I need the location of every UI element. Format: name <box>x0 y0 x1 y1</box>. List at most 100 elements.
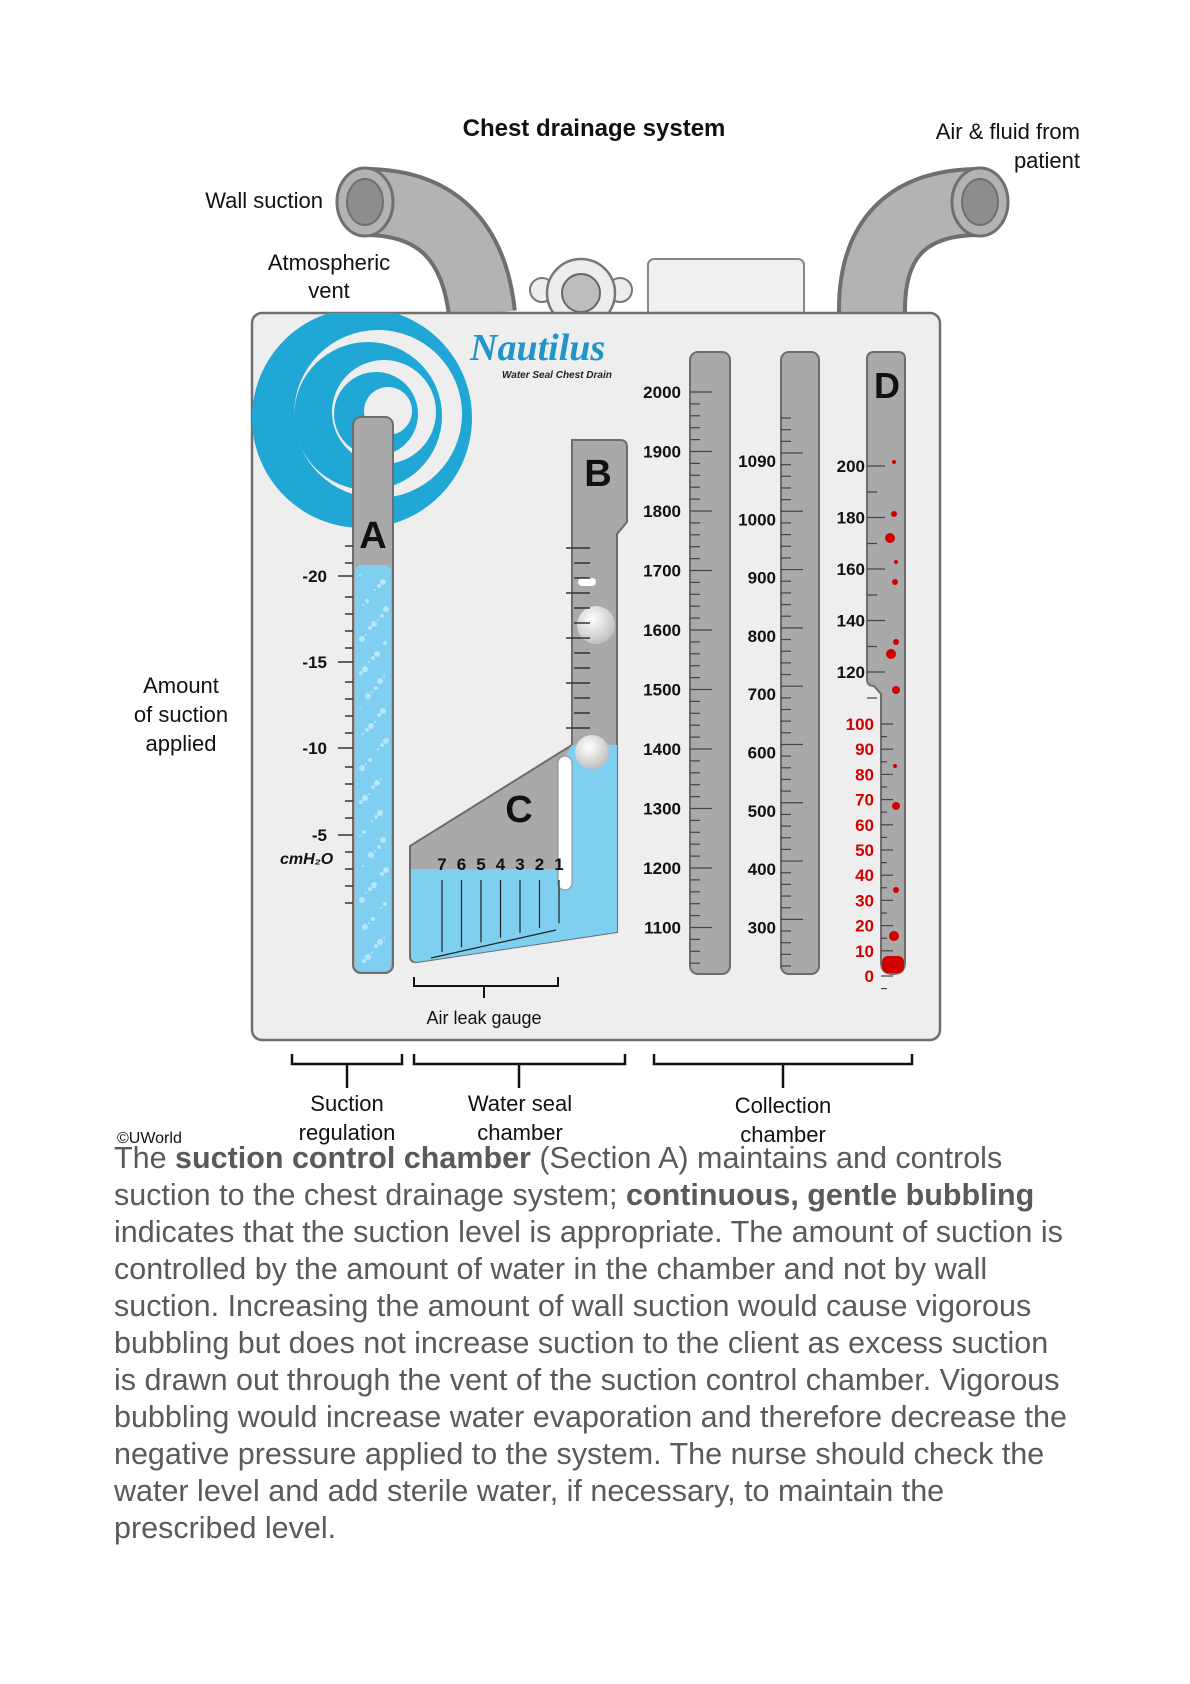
fluid-drop <box>893 639 899 645</box>
amount-of-suction-label-line3: applied <box>146 731 217 756</box>
section-b-label: B <box>584 453 611 495</box>
bubble <box>377 713 381 717</box>
suction-regulation-label-line2: regulation <box>299 1120 396 1145</box>
collection-3-label: 200 <box>837 457 865 476</box>
section-d-label: D <box>874 365 900 406</box>
bubble <box>380 837 386 843</box>
bubble <box>359 765 365 771</box>
fluid-drops <box>885 460 900 941</box>
bubble <box>380 743 384 747</box>
collected-fluid <box>882 956 904 973</box>
bubble <box>371 917 375 921</box>
collection-2-label: 1000 <box>738 510 776 529</box>
bubble <box>359 835 361 837</box>
suction-regulation-label-line1: Suction <box>310 1091 383 1116</box>
caption-bold-2: continuous, gentle bubbling <box>626 1178 1035 1212</box>
bubble <box>362 666 368 672</box>
collection-3-red-label: 100 <box>846 715 874 734</box>
collection-3-red-label: 50 <box>855 841 874 860</box>
collection-2-label: 600 <box>748 744 776 763</box>
bubble <box>377 678 383 684</box>
bubble <box>365 728 369 732</box>
collection-1-label: 1700 <box>643 562 681 581</box>
bubble <box>383 738 389 744</box>
bubble <box>380 778 382 780</box>
collection-2-label: 700 <box>748 685 776 704</box>
top-cap <box>647 258 805 322</box>
bubble <box>362 604 364 606</box>
bubble <box>371 820 373 822</box>
brand-tagline: Water Seal Chest Drain <box>502 370 612 381</box>
bubble <box>374 651 380 657</box>
collection-3-red-label: 80 <box>855 765 874 784</box>
collection-3-red-label: 20 <box>855 917 874 936</box>
bubble <box>374 721 376 723</box>
collection-3-red-label: 40 <box>855 866 874 885</box>
bubble <box>362 733 364 735</box>
bubble <box>365 693 371 699</box>
collection-3-red-label: 30 <box>855 891 874 910</box>
suction-control-chamber <box>352 416 394 974</box>
bubble <box>365 634 367 636</box>
air-fluid-label-line1: Air & fluid from <box>936 119 1080 144</box>
caption-part-2: (Section A) maintains and controls sucti… <box>114 1141 1003 1212</box>
bubble <box>365 599 369 603</box>
bubble <box>368 922 370 924</box>
bubble <box>365 954 371 960</box>
collection-3-label: 180 <box>837 509 865 528</box>
fluid-drop <box>885 533 895 543</box>
bubble <box>374 780 380 786</box>
air-leak-number: 5 <box>476 855 485 874</box>
copyright: ©UWorld <box>117 1130 182 1147</box>
bubble <box>362 924 368 930</box>
suction-tick-label: -5 <box>312 826 327 845</box>
bubble <box>368 626 372 630</box>
bubble <box>383 902 387 906</box>
collection-1-label: 1100 <box>644 919 681 938</box>
caption-bold-1: suction control chamber <box>175 1141 531 1175</box>
collection-2-label: 300 <box>748 918 776 937</box>
bubble <box>368 793 370 795</box>
bubble <box>359 897 365 903</box>
patient-tube <box>837 166 1010 315</box>
bubble <box>377 810 383 816</box>
collection-1-label: 1300 <box>643 800 681 819</box>
bubble <box>377 845 381 849</box>
collection-3-label: 120 <box>837 663 865 682</box>
bubble <box>362 865 364 867</box>
bubble <box>368 723 374 729</box>
collection-1-label: 1400 <box>643 740 681 759</box>
bubble <box>368 887 372 891</box>
water-seal-chamber <box>409 439 628 964</box>
water-seal-label-line1: Water seal <box>468 1091 572 1116</box>
bubble <box>365 763 367 765</box>
collection-1-label: 1800 <box>643 502 681 521</box>
bubble <box>368 758 372 762</box>
caption-part-3: indicates that the suction level is appr… <box>114 1215 1067 1545</box>
collection-3-red-label: 90 <box>855 740 874 759</box>
bubble <box>380 614 384 618</box>
suction-tick-label: -10 <box>302 739 327 758</box>
bubble <box>368 852 374 858</box>
bubble <box>371 656 375 660</box>
air-leak-baseline <box>430 929 557 959</box>
section-brackets <box>290 1054 914 1088</box>
bubble <box>371 621 377 627</box>
air-leak-number: 1 <box>554 855 563 874</box>
water-seal-scale <box>566 547 590 729</box>
collection-3-red-label: 0 <box>865 967 874 986</box>
bubble <box>362 795 368 801</box>
bubble <box>377 748 379 750</box>
chest-drainage-diagram: Chest drainage system Wall suction Atmos… <box>117 115 1080 1147</box>
fluid-drop <box>892 460 896 464</box>
bubble <box>383 867 389 873</box>
air-fluid-label-line2: patient <box>1014 148 1080 173</box>
section-a-label: A <box>359 515 386 557</box>
fluid-drop <box>894 560 898 564</box>
caption-paragraph: The suction control chamber (Section A) … <box>114 1140 1076 1547</box>
water-seal-label-line2: chamber <box>477 1120 563 1145</box>
collection-3-red-label: 10 <box>855 942 874 961</box>
diagram-svg: Chest drainage system Wall suction Atmos… <box>117 115 1080 1147</box>
